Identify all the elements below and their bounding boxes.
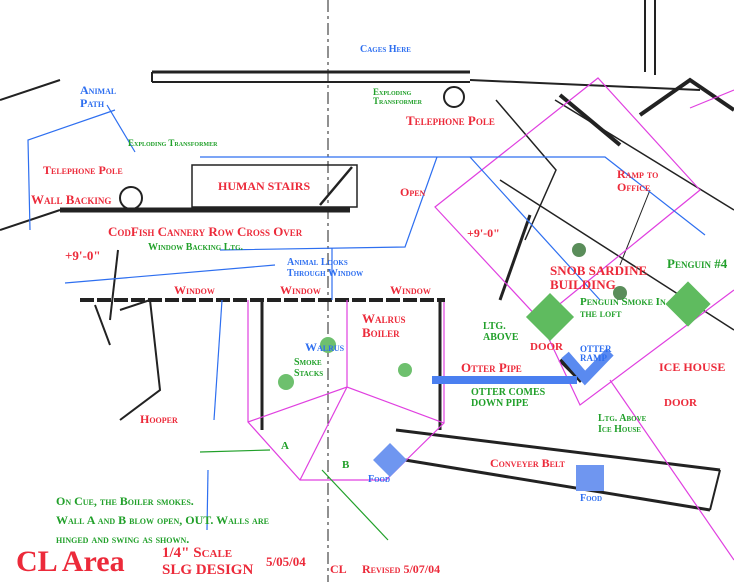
label-design: SLG DESIGN — [162, 562, 254, 578]
label-window-3: Window — [390, 283, 431, 297]
label-exploding-transformer-right: Exploding Transformer — [373, 87, 423, 107]
animal-path-arrows — [27, 104, 706, 531]
label-otter-ramp: OTTER RAMP — [580, 344, 612, 364]
label-walrus-boiler: Walrus Boiler — [362, 311, 406, 340]
boundary-outlines — [247, 77, 734, 561]
label-revised: Revised 5/07/04 — [362, 562, 441, 576]
label-door-1: DOOR — [530, 341, 563, 353]
label-snob-sardine: SNOB SARDINE BUILDING — [550, 263, 648, 292]
label-scale: 1/4" Scale — [162, 545, 233, 561]
label-window-backing: Window Backing Ltg. — [148, 242, 244, 253]
label-window-2: Window — [280, 283, 321, 297]
label-wall-backing: Wall Backing — [31, 192, 112, 207]
fill-marks — [278, 243, 711, 491]
label-wall-a: A — [281, 440, 289, 452]
label-cages-here: Cages Here — [360, 44, 411, 55]
wall-swing-arrows — [199, 449, 389, 541]
label-ltg-above-ice-house: Ltg. Above Ice House — [598, 413, 647, 435]
drawing-title: CL Area — [16, 545, 125, 578]
label-telephone-pole-left: Telephone Pole — [43, 163, 123, 177]
note-line-1: On Cue, the Boiler smokes. — [56, 494, 194, 508]
label-ltg-above: LTG. ABOVE — [483, 321, 519, 343]
label-penguin-4: Penguin #4 — [667, 256, 728, 271]
label-food-1: Food — [368, 474, 391, 485]
label-wall-b: B — [342, 459, 350, 471]
label-animal-looks: Animal Looks Through Window — [287, 257, 364, 279]
note-line-3: hinged and swing as shown. — [56, 532, 190, 546]
label-animal-path: Animal Path — [80, 83, 117, 110]
otter-ramp — [561, 348, 614, 386]
label-window-1: Window — [174, 283, 215, 297]
label-date: 5/05/04 — [266, 554, 306, 569]
label-door-2: DOOR — [664, 397, 697, 409]
label-dimension-right: +9'-0" — [467, 226, 500, 240]
label-exploding-transformer-left: Exploding Transformer — [128, 138, 218, 148]
label-conveyer-belt: Conveyer Belt — [490, 456, 565, 470]
label-otter-comes-down-pipe: OTTER COMES DOWN PIPE — [471, 387, 546, 409]
label-initials: CL — [330, 562, 347, 576]
note-line-2: Wall A and B blow open, OUT. Walls are — [56, 513, 269, 527]
label-hooper: Hooper — [140, 412, 178, 426]
label-telephone-pole-right: Telephone Pole — [406, 113, 495, 128]
label-dimension-left: +9'-0" — [65, 248, 101, 263]
label-human-stairs: HUMAN STAIRS — [218, 179, 311, 193]
label-food-2: Food — [580, 493, 603, 504]
otter-pipe — [432, 376, 577, 384]
label-otter-pipe: Otter Pipe — [461, 360, 522, 375]
label-ice-house: ICE HOUSE — [659, 360, 726, 374]
label-open: Open — [400, 185, 426, 199]
label-smoke-stacks: Smoke Stacks — [294, 357, 324, 379]
food-block-1 — [373, 443, 407, 477]
food-block-2 — [576, 465, 604, 491]
label-penguin-smoke: Penguin Smoke In the loft — [580, 296, 666, 320]
label-walrus: Walrus — [305, 340, 345, 354]
label-codfish-cannery: CodFish Cannery Row Cross Over — [108, 224, 303, 239]
label-ramp-to-office: Ramp to Office — [617, 167, 659, 194]
